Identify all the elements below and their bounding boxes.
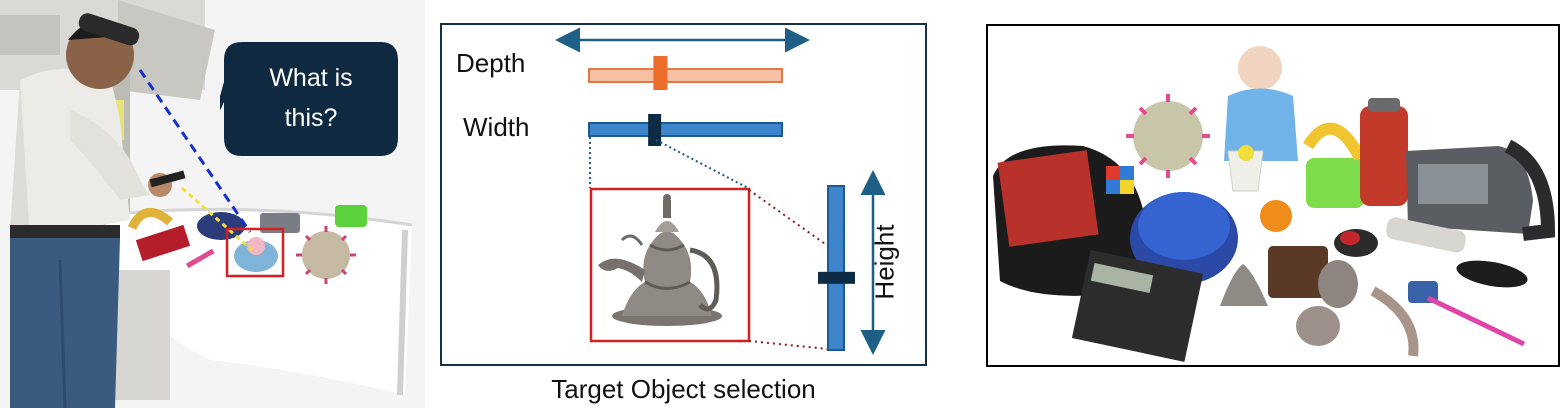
depth-slider-track xyxy=(588,68,783,83)
object-set-illustration xyxy=(988,26,1558,365)
speech-line-2: this? xyxy=(284,104,338,132)
diagram-caption: Target Object selection xyxy=(551,374,816,404)
depth-label: Depth xyxy=(456,48,526,78)
selection-box xyxy=(225,227,285,278)
height-slider-thumb xyxy=(818,271,855,284)
depth-slider-thumb xyxy=(653,56,668,90)
width-slider-thumb xyxy=(648,114,662,146)
diagram-frame xyxy=(440,23,927,366)
speech-bubble-text: What is this? xyxy=(222,58,400,138)
width-label: Width xyxy=(463,112,530,142)
height-label: Height xyxy=(869,224,900,300)
speech-line-1: What is xyxy=(269,64,353,92)
height-slider-track xyxy=(827,185,845,351)
teapot-image xyxy=(598,194,722,326)
width-slider-track xyxy=(588,122,783,137)
object-set-photo xyxy=(986,24,1560,367)
speech-bubble xyxy=(220,42,398,156)
